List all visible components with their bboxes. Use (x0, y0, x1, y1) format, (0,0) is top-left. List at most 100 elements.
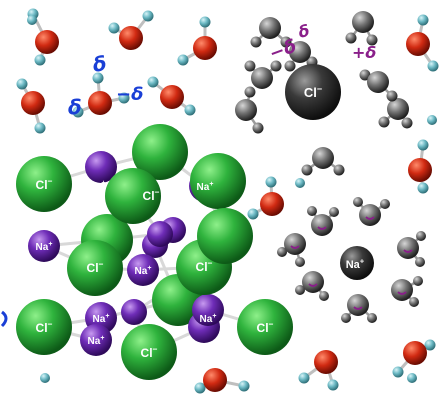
chloride-label-1: Cl− (143, 187, 160, 203)
hydrogen-atom-7-0 (265, 176, 277, 188)
cl-shell-oxygen-1 (352, 11, 374, 33)
cl-shell-hydrogen-1-1 (366, 34, 378, 46)
cl-shell-oxygen-2 (387, 98, 409, 120)
cl-shell-hydrogen-6-0 (359, 69, 371, 81)
hydrogen-atom-3-0 (92, 72, 104, 84)
cl-shell-oxygen-0 (259, 17, 281, 39)
hydrogen-atom-3-2 (118, 92, 130, 104)
stray-hydrogen-0 (27, 15, 37, 25)
stray-hydrogen-2 (407, 373, 417, 383)
sodium-label-0-symbol: Na (89, 181, 102, 192)
na-shell-hydrogen-6-1 (295, 257, 305, 267)
chloride-label-1-symbol: Cl (143, 189, 155, 203)
sodium-ion-2 (28, 230, 60, 262)
cl-shell-hydrogen-7-1 (270, 60, 282, 72)
chloride-label-0-charge: − (48, 176, 53, 186)
sodium-ion-7 (127, 254, 159, 286)
oxygen-atom-11 (203, 368, 227, 392)
hydrogen-atom-9-1 (392, 366, 404, 378)
cl-shell-oxygen-3 (312, 147, 334, 169)
hydrogen-atom-2-1 (199, 16, 211, 28)
na-shell-oxygen-0 (359, 204, 381, 226)
sodium-ion-6 (192, 294, 224, 326)
cl-shell-hydrogen-5-0 (284, 60, 296, 72)
chloride-label-4: Cl− (36, 319, 53, 335)
sodium-label-3-charge: + (147, 265, 151, 272)
na-shell-mark-1 (403, 249, 413, 253)
sodium-label-2: Na+ (36, 241, 53, 253)
na-shell-oxygen-4 (391, 279, 413, 301)
chloride-label-3-symbol: Cl (196, 260, 208, 274)
cl-shell-hydrogen-4-0 (244, 86, 256, 98)
chloride-ion-15 (16, 299, 72, 355)
cl-shell-hydrogen-2-1 (401, 117, 413, 129)
na-shell-oxygen-1 (397, 237, 419, 259)
na-shell-hydrogen-1-1 (415, 257, 425, 267)
chloride-ion-10 (190, 153, 246, 209)
hydrogen-atom-5-0 (184, 104, 196, 116)
hydrated-sodium-label-symbol: Na (346, 259, 361, 271)
oxygen-atom-5 (160, 85, 184, 109)
hydrogen-atom-6-1 (417, 14, 429, 26)
hydrogen-atom-8-0 (417, 139, 429, 151)
hydrogen-atom-1-1 (142, 10, 154, 22)
hydrated-chloride-label: Cl− (304, 84, 322, 100)
na-shell-hydrogen-5-0 (307, 206, 317, 216)
chloride-label-6-symbol: Cl (257, 321, 269, 335)
na-shell-mark-2 (308, 283, 318, 287)
sodium-label-5-symbol: Na (88, 336, 101, 347)
hydrogen-atom-11-0 (238, 380, 250, 392)
chloride-ion-8 (16, 156, 72, 212)
sodium-label-6-charge: + (212, 313, 216, 320)
hydrogen-atom-10-0 (298, 372, 310, 384)
na-shell-mark-4 (397, 291, 407, 295)
chloride-label-2-symbol: Cl (87, 261, 99, 275)
sodium-label-4-symbol: Na (93, 314, 106, 325)
hydrogen-atom-6-0 (427, 60, 439, 72)
na-shell-hydrogen-3-0 (341, 313, 351, 323)
hydrogen-atom-0-1 (34, 54, 46, 66)
chloride-label-2-charge: − (99, 259, 104, 269)
oxygen-atom-2 (193, 36, 217, 60)
hydrogen-atom-9-0 (424, 339, 436, 351)
free-water-molecules (16, 8, 439, 394)
sodium-label-1: Na+ (197, 181, 214, 193)
ink-chloride-delta: δ (296, 21, 312, 42)
oxygen-atom-9 (403, 341, 427, 365)
chloride-label-6: Cl− (257, 319, 274, 335)
stray-hydrogen-4 (295, 178, 305, 188)
hydrogen-atom-8-1 (417, 182, 429, 194)
sodium-label-2-charge: + (48, 241, 52, 248)
cl-shell-hydrogen-0-0 (250, 36, 262, 48)
chloride-ion-11 (105, 168, 161, 224)
sodium-label-4-charge: + (105, 313, 109, 320)
sodium-label-1-charge: + (209, 181, 213, 188)
handwritten-annotations: δδ−δ−δδ+δ (0, 21, 413, 328)
sodium-label-5-charge: + (100, 335, 104, 342)
ink-water-delta-left: δ (68, 95, 82, 119)
sodium-ion-back-5 (147, 221, 173, 247)
hydrogen-atom-1-0 (108, 22, 120, 34)
cl-shell-hydrogen-0-1 (280, 36, 292, 48)
ion-labels: Cl−Cl−Cl−Cl−Cl−Cl−Cl−Na+Na+Na+Na+Na+Na+N… (36, 84, 365, 360)
sodium-label-3-symbol: Na (135, 266, 148, 277)
cl-shell-hydrogen-6-1 (386, 90, 398, 102)
oxygen-atom-0 (35, 30, 59, 54)
stray-hydrogen-3 (427, 115, 437, 125)
chloride-label-3: Cl− (196, 258, 213, 274)
hydrogen-atom-4-1 (34, 122, 46, 134)
cl-shell-oxygen-5 (289, 41, 311, 63)
sodium-label-3: Na+ (135, 265, 152, 277)
sodium-label-5: Na+ (88, 335, 105, 347)
cl-shell-hydrogen-3-1 (333, 164, 345, 176)
hydrated-sodium-ion (340, 246, 374, 280)
na-shell-mark-0 (365, 216, 375, 220)
na-shell-hydrogen-5-1 (329, 207, 339, 217)
oxygen-atom-6 (406, 32, 430, 56)
cl-shell-hydrogen-1-0 (345, 32, 357, 44)
na-shell-mark-5 (317, 226, 327, 230)
na-shell-hydrogen-1-0 (416, 231, 426, 241)
sodium-label-4: Na+ (93, 313, 110, 325)
